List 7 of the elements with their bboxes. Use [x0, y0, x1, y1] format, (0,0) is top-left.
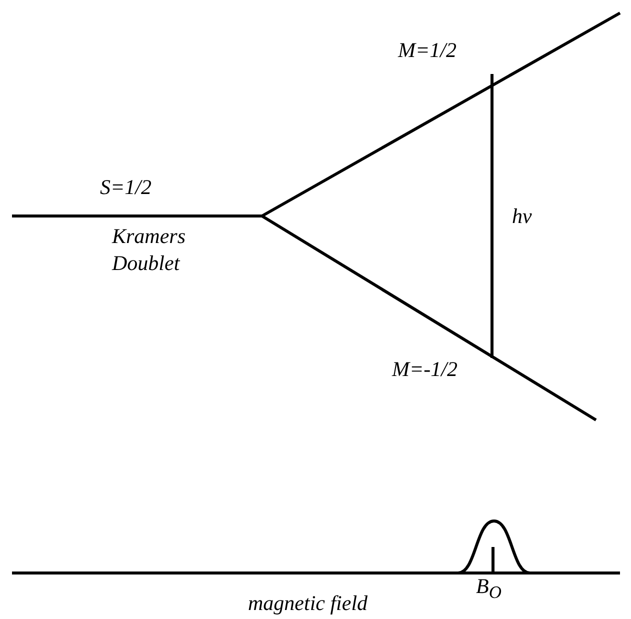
level-label: Kramers Doublet: [112, 223, 187, 277]
field-value-label: B$_{O}$: [476, 573, 502, 604]
axis-label: magnetic field: [248, 590, 368, 617]
level-label: M=-1/2: [392, 356, 458, 383]
level-label: M=1/2: [398, 37, 456, 64]
level-label: S=1/2: [100, 174, 152, 201]
transition-label: hν: [512, 203, 532, 230]
